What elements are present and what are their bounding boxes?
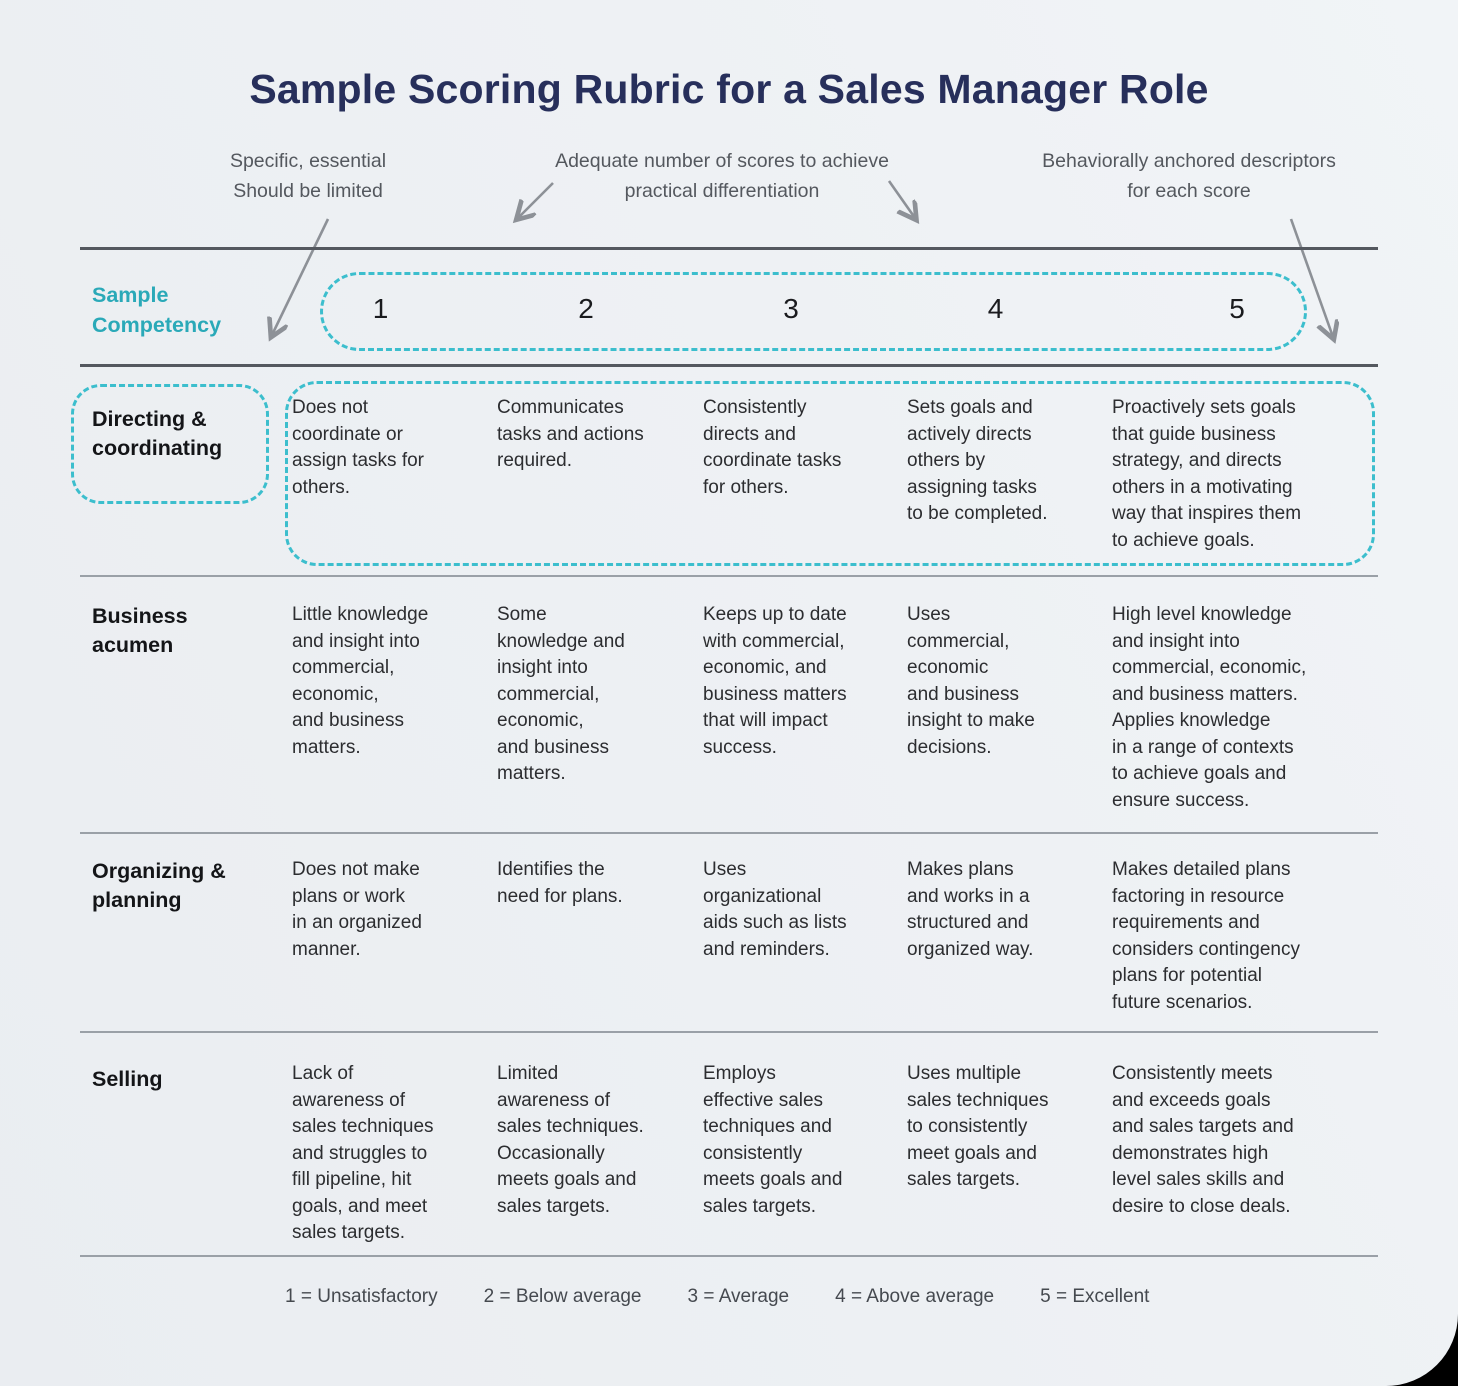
header-sample-competency: Sample Competency	[92, 283, 222, 337]
rubric-row-directing-coordinating: Directing & coordinating Does not coordi…	[71, 367, 1378, 575]
legend-item: 4 = Above average	[835, 1286, 995, 1307]
rubric-cell: High level knowledge and insight into co…	[1112, 604, 1307, 811]
highlight-box-competency	[71, 384, 269, 504]
rubric-cell: Consistently meets and exceeds goals and…	[1112, 1063, 1294, 1217]
score-3: 3	[783, 293, 799, 324]
rubric-cell: Does not make plans or work in an organi…	[292, 859, 422, 960]
score-legend: 1 = Unsatisfactory 2 = Below average 3 =…	[80, 1286, 1378, 1308]
score-scale-pill	[320, 272, 1307, 351]
rubric-row-selling: Selling Lack of awareness of sales techn…	[80, 1031, 1378, 1257]
score-5: 5	[1229, 293, 1245, 324]
rubric-table: Sample Competency 1 2 3 4 5 Directing & …	[71, 247, 1378, 1257]
score-4: 4	[987, 293, 1004, 324]
rubric-cell: Uses multiple sales techniques to consis…	[907, 1063, 1049, 1190]
competency-label: Directing & coordinating	[92, 407, 223, 460]
rubric-cell: Makes detailed plans factoring in resour…	[1112, 859, 1300, 1013]
score-2: 2	[578, 293, 594, 324]
rubric-cell: Does not coordinate or assign tasks for …	[292, 397, 424, 498]
rubric-cell: Limited awareness of sales techniques. O…	[497, 1063, 644, 1217]
rubric-cell: Uses organizational aids such as lists a…	[703, 859, 847, 960]
annotation-score-count: Adequate number of scores to achieve pra…	[555, 150, 889, 202]
rubric-cell: Little knowledge and insight into commer…	[292, 604, 429, 758]
highlight-box-descriptors	[285, 381, 1375, 566]
rubric-cell: Lack of awareness of sales techniques an…	[292, 1063, 434, 1243]
rubric-cell: Makes plans and works in a structured an…	[907, 859, 1034, 960]
annotation-descriptors: Behaviorally anchored descriptors for ea…	[1042, 150, 1336, 202]
rubric-row-organizing-planning: Organizing & planning Does not make plan…	[80, 832, 1378, 1031]
rubric-cell: Uses commercial, economic and business i…	[907, 604, 1035, 758]
score-1: 1	[372, 293, 389, 324]
legend-item: 5 = Excellent	[1040, 1286, 1150, 1307]
rubric-cell: Employs effective sales techniques and c…	[703, 1063, 843, 1217]
legend-item: 1 = Unsatisfactory	[285, 1286, 438, 1307]
rubric-cell: Sets goals and actively directs others b…	[907, 397, 1048, 524]
legend-item: 2 = Below average	[483, 1286, 642, 1307]
competency-label: Organizing & planning	[92, 859, 226, 912]
rubric-cell: Identifies the need for plans.	[497, 859, 623, 907]
legend-item: 3 = Average	[687, 1286, 790, 1307]
rubric-cell: Consistently directs and coordinate task…	[703, 397, 842, 498]
rubric-row-business-acumen: Business acumen Little knowledge and ins…	[80, 575, 1378, 832]
rubric-cell: Some knowledge and insight into commerci…	[497, 604, 625, 784]
competency-label: Business acumen	[92, 604, 188, 657]
rubric-cell: Keeps up to date with commercial, econom…	[703, 604, 847, 758]
annotation-competencies: Specific, essential Should be limited	[229, 150, 387, 202]
rubric-cell: Communicates tasks and actions required.	[497, 397, 644, 471]
competency-label: Selling	[92, 1067, 163, 1091]
rubric-cell: Proactively sets goals that guide busine…	[1112, 397, 1302, 551]
page-title: Sample Scoring Rubric for a Sales Manage…	[249, 66, 1209, 112]
rubric-header-row: Sample Competency 1 2 3 4 5	[80, 247, 1378, 367]
